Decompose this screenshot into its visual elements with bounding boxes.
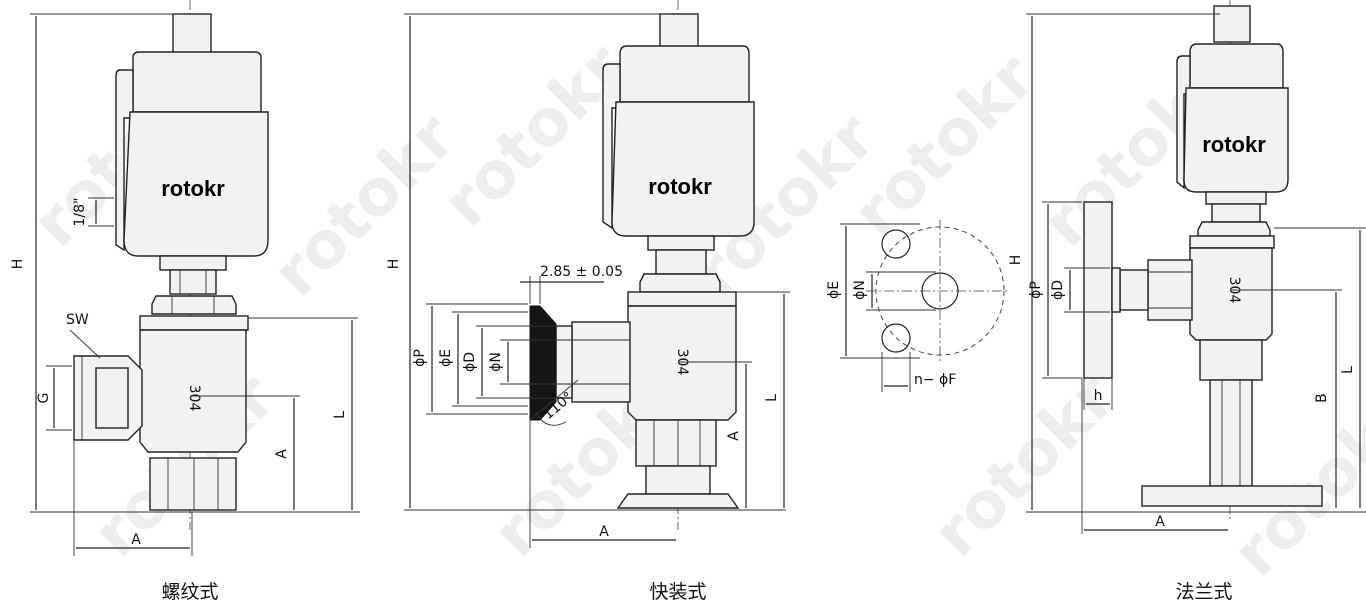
bottom-collar [645,465,711,495]
valve-body [139,329,247,453]
dimension-port-size: 1/8" [72,198,88,227]
actuator-neck [159,255,227,271]
bonnet-ring [1189,235,1275,249]
flange-valve-view: rotokr 304 H L B A ϕP ϕD [1008,0,1366,603]
adapter [169,269,217,295]
side-flange [1083,201,1113,379]
dimension-E: ϕE [438,349,454,367]
actuator-stem [172,13,212,55]
hex-nut [639,273,721,293]
dimension-N: ϕN [488,352,504,372]
dimension-E: ϕE [826,281,842,299]
bottom-clamp [616,493,740,509]
dimension-G: G [36,393,52,404]
dimension-P: ϕP [412,349,428,367]
dimension-N: ϕN [852,280,868,300]
bottom-hex [149,457,237,511]
adapter [1211,203,1261,223]
bolt-hole [881,229,911,259]
brand-label: rotokr [161,176,225,201]
dimension-P: ϕP [1028,281,1044,299]
bonnet-ring [627,291,737,307]
dimension-A-vertical: A [274,449,290,459]
bottom-hex [1199,339,1263,381]
caption-clamp: 快装式 [649,581,706,603]
actuator-neck [647,235,715,251]
bottom-stem [1209,379,1253,487]
dimension-A-vertical: A [726,431,742,441]
dimension-L: L [764,394,780,402]
dimension-B: B [1314,393,1330,403]
dimension-D: ϕD [1050,280,1066,300]
indicator-tab [115,69,134,252]
dimension-holes: n− ϕF [914,372,956,388]
dimension-SW: SW [66,312,89,328]
actuator-cap [132,51,262,113]
hex-nut [1197,221,1271,237]
actuator-cap [1189,43,1284,89]
actuator-neck [1205,191,1267,205]
side-port [1147,259,1193,321]
flange-pipe [1119,269,1149,311]
material-mark: 304 [186,385,202,412]
dimension-H: H [1008,255,1024,266]
dimension-thickness: 2.85 ± 0.05 [540,264,623,280]
dimension-H: H [10,259,26,270]
actuator-cap [619,45,750,103]
dimension-L: L [1340,366,1356,374]
bottom-hex [635,419,717,467]
flange-hub [1111,267,1121,313]
dimension-h: h [1094,388,1103,404]
brand-label: rotokr [648,174,712,199]
bolt-hole [881,323,911,353]
dimension-H: H [386,259,402,270]
caption-threaded: 螺纹式 [161,581,218,603]
dimension-L: L [332,411,348,419]
clamp-valve-view: rotokr 304 H L A A ϕP [386,0,790,603]
brand-label: rotokr [1202,132,1266,157]
caption-flange: 法兰式 [1175,581,1232,603]
bottom-flange [1141,485,1323,507]
side-port [571,321,631,403]
actuator-stem [659,13,699,51]
actuator-stem [1213,5,1251,43]
hex-nut [151,295,237,315]
valve-body [1189,247,1273,341]
dimension-D: ϕD [462,352,478,372]
flange-face-view: ϕE ϕN n− ϕF [826,220,1010,392]
angle-arc [535,411,567,426]
valve-body [627,305,737,421]
watermark-text: rotokr [259,100,470,311]
dimension-A-horizontal: A [599,524,609,540]
threaded-valve-view: rotokr 304 H L A A G S [10,0,360,603]
actuator-body [1183,87,1289,193]
dimension-A-horizontal: A [1155,514,1165,530]
actuator-body [123,111,269,257]
adapter [655,249,707,275]
bonnet-ring [139,315,249,331]
dimension-A-horizontal: A [131,532,141,548]
port-flats [95,367,129,429]
actuator-body [611,101,755,237]
